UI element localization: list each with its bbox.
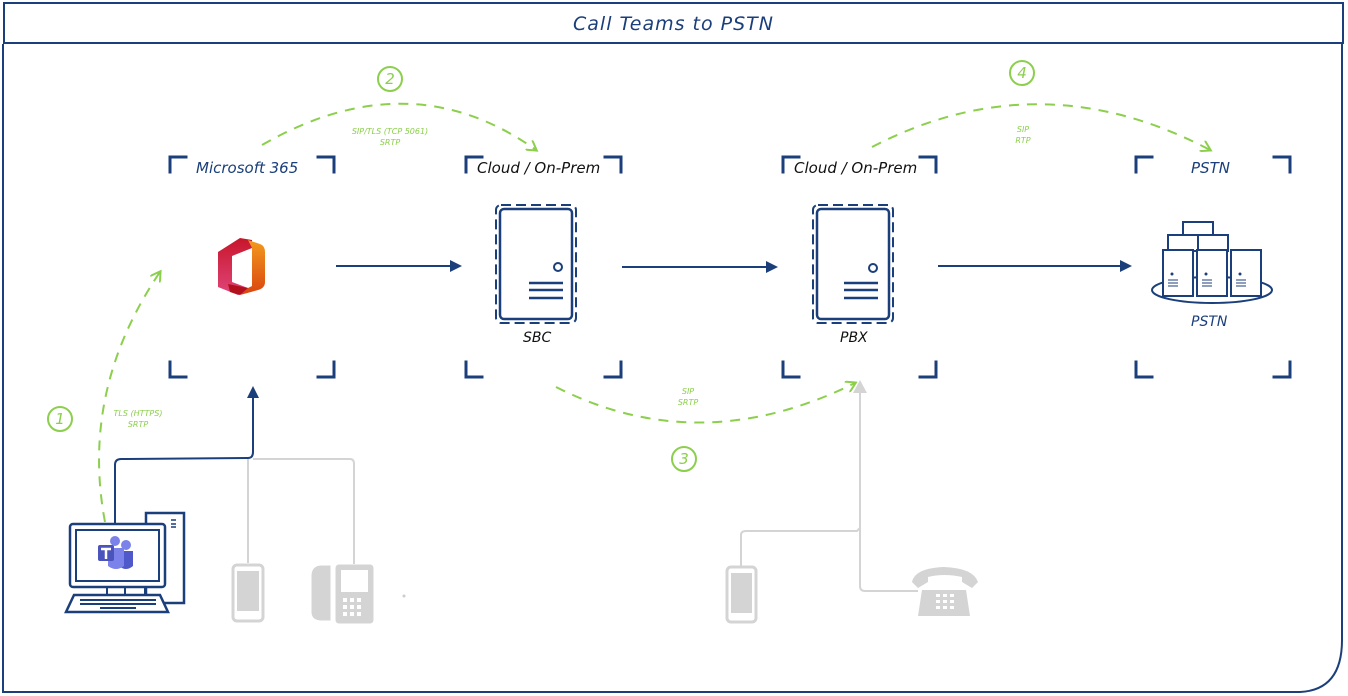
landline-phone-icon [912, 567, 978, 616]
protocol-label-4-line-1: SIP [1016, 125, 1030, 134]
sbc-server-icon [495, 204, 577, 324]
group-brackets [168, 155, 1292, 379]
protocol-arc-3 [555, 383, 855, 424]
protocol-label-3-line-2: SRTP [677, 398, 699, 407]
pbx-server-icon [812, 204, 894, 324]
group-title-pbx: Cloud / On-Prem [794, 159, 918, 177]
pstn-cluster-icon [1151, 221, 1273, 304]
group-frame-sbc [464, 155, 623, 379]
pbx-mobile-phone-icon [725, 565, 758, 624]
group-frame-microsoft-365 [168, 155, 336, 379]
protocol-label-1: TLS (HTTPS) SRTP [98, 408, 178, 430]
office-icon [218, 238, 265, 295]
group-frame-pbx [781, 155, 938, 379]
step-badge-4: 4 [1009, 60, 1035, 86]
group-title-pstn: PSTN [1191, 159, 1230, 177]
node-label-pstn: PSTN [1191, 314, 1228, 330]
node-label-pbx: PBX [840, 330, 868, 346]
inactive-connectors-teams [247, 458, 355, 564]
protocol-label-3-line-1: SIP [681, 387, 695, 396]
diagram-title: Call Teams to PSTN [573, 13, 774, 35]
protocol-arc-1 [98, 272, 160, 523]
stray-dot [402, 594, 406, 598]
desktop-computer-teams-icon [64, 511, 186, 614]
group-title-microsoft-365: Microsoft 365 [196, 159, 299, 177]
step-badge-1: 1 [47, 406, 73, 432]
protocol-label-2-line-1: SIP/TLS (TCP 5061) [351, 127, 429, 136]
protocol-label-1-line-2: SRTP [127, 420, 149, 429]
protocol-label-2-line-2: SRTP [379, 138, 401, 147]
step-badge-2: 2 [377, 66, 403, 92]
protocol-label-2: SIP/TLS (TCP 5061) SRTP [330, 126, 450, 148]
inactive-arrowhead-pbx [853, 380, 867, 393]
protocol-arc-2 [261, 102, 536, 150]
ip-desk-phone-icon [311, 564, 374, 624]
protocol-label-3: SIP SRTP [663, 386, 713, 408]
protocol-label-1-line-1: TLS (HTTPS) [113, 409, 163, 418]
connector-teams-client-to-m365 [114, 386, 259, 525]
inactive-connectors-pbx [740, 390, 918, 592]
step-badge-3: 3 [671, 446, 697, 472]
protocol-label-4-line-2: RTP [1015, 136, 1031, 145]
node-label-sbc: SBC [523, 330, 552, 346]
protocol-label-4: SIP RTP [998, 124, 1048, 146]
mobile-phone-icon [231, 563, 265, 623]
title-bar: Call Teams to PSTN [3, 2, 1344, 44]
group-frame-pstn [1134, 155, 1292, 379]
group-title-sbc: Cloud / On-Prem [477, 159, 601, 177]
